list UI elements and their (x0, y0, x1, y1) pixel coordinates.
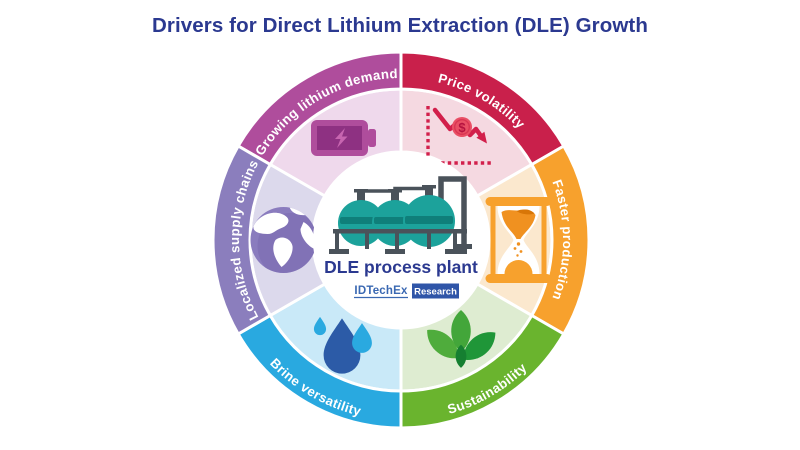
processing-plant-icon (329, 176, 472, 254)
segment-icons: $ (250, 106, 552, 374)
page-title: Drivers for Direct Lithium Extraction (D… (152, 14, 648, 37)
coin-dollar-symbol: $ (458, 120, 466, 135)
segment-band-localized-supply-chains (211, 144, 272, 336)
hourglass-icon (485, 197, 552, 283)
water-drops-icon (313, 316, 372, 374)
globe-icon (250, 207, 317, 273)
logo-brand-text: IDTechEx (354, 285, 408, 297)
idtechex-logo: IDTechEx Research (354, 283, 459, 299)
price-decline-chart-icon: $ (426, 106, 493, 165)
logo-suffix-text: Research (414, 287, 457, 298)
leaves-icon (427, 310, 496, 368)
logo-research-box (412, 283, 459, 299)
battery-icon (311, 120, 376, 156)
center-label: DLE process plant (324, 257, 478, 277)
